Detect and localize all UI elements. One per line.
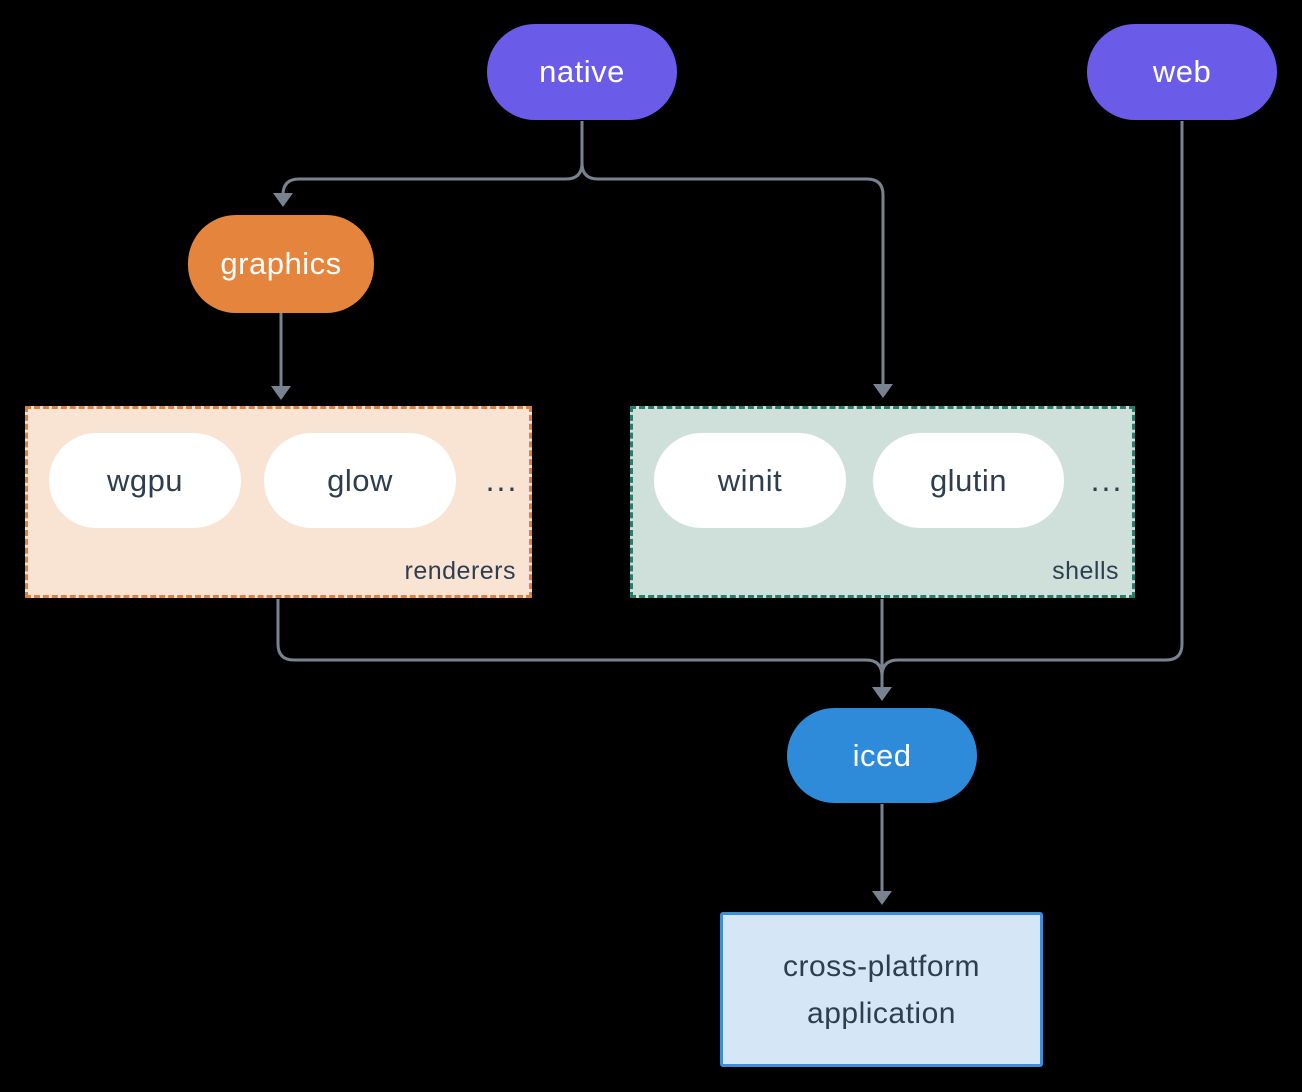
node-cross-platform-application: cross-platform application <box>720 912 1043 1067</box>
edge-native-to-shells <box>580 162 893 398</box>
pill-glutin: glutin <box>873 433 1064 528</box>
node-web: web <box>1087 24 1277 120</box>
node-iced: iced <box>787 708 977 803</box>
pill-winit: winit <box>654 433 846 528</box>
application-label: cross-platform application <box>782 949 981 1030</box>
shells-ellipsis: ... <box>1090 462 1124 498</box>
edge-renderers-to-merge <box>276 599 884 677</box>
group-shells: winit glutin ... shells <box>630 406 1135 598</box>
edge-web-to-merge <box>880 121 1184 677</box>
renderers-ellipsis: ... <box>485 462 519 498</box>
pill-wgpu: wgpu <box>49 433 241 528</box>
pill-glow: glow <box>264 433 456 528</box>
edge-native-to-graphics <box>273 121 584 207</box>
group-label-shells: shells <box>1052 557 1119 585</box>
node-native: native <box>487 24 677 120</box>
group-renderers: wgpu glow ... renderers <box>25 406 532 598</box>
node-graphics: graphics <box>188 215 374 313</box>
group-label-renderers: renderers <box>404 557 516 585</box>
